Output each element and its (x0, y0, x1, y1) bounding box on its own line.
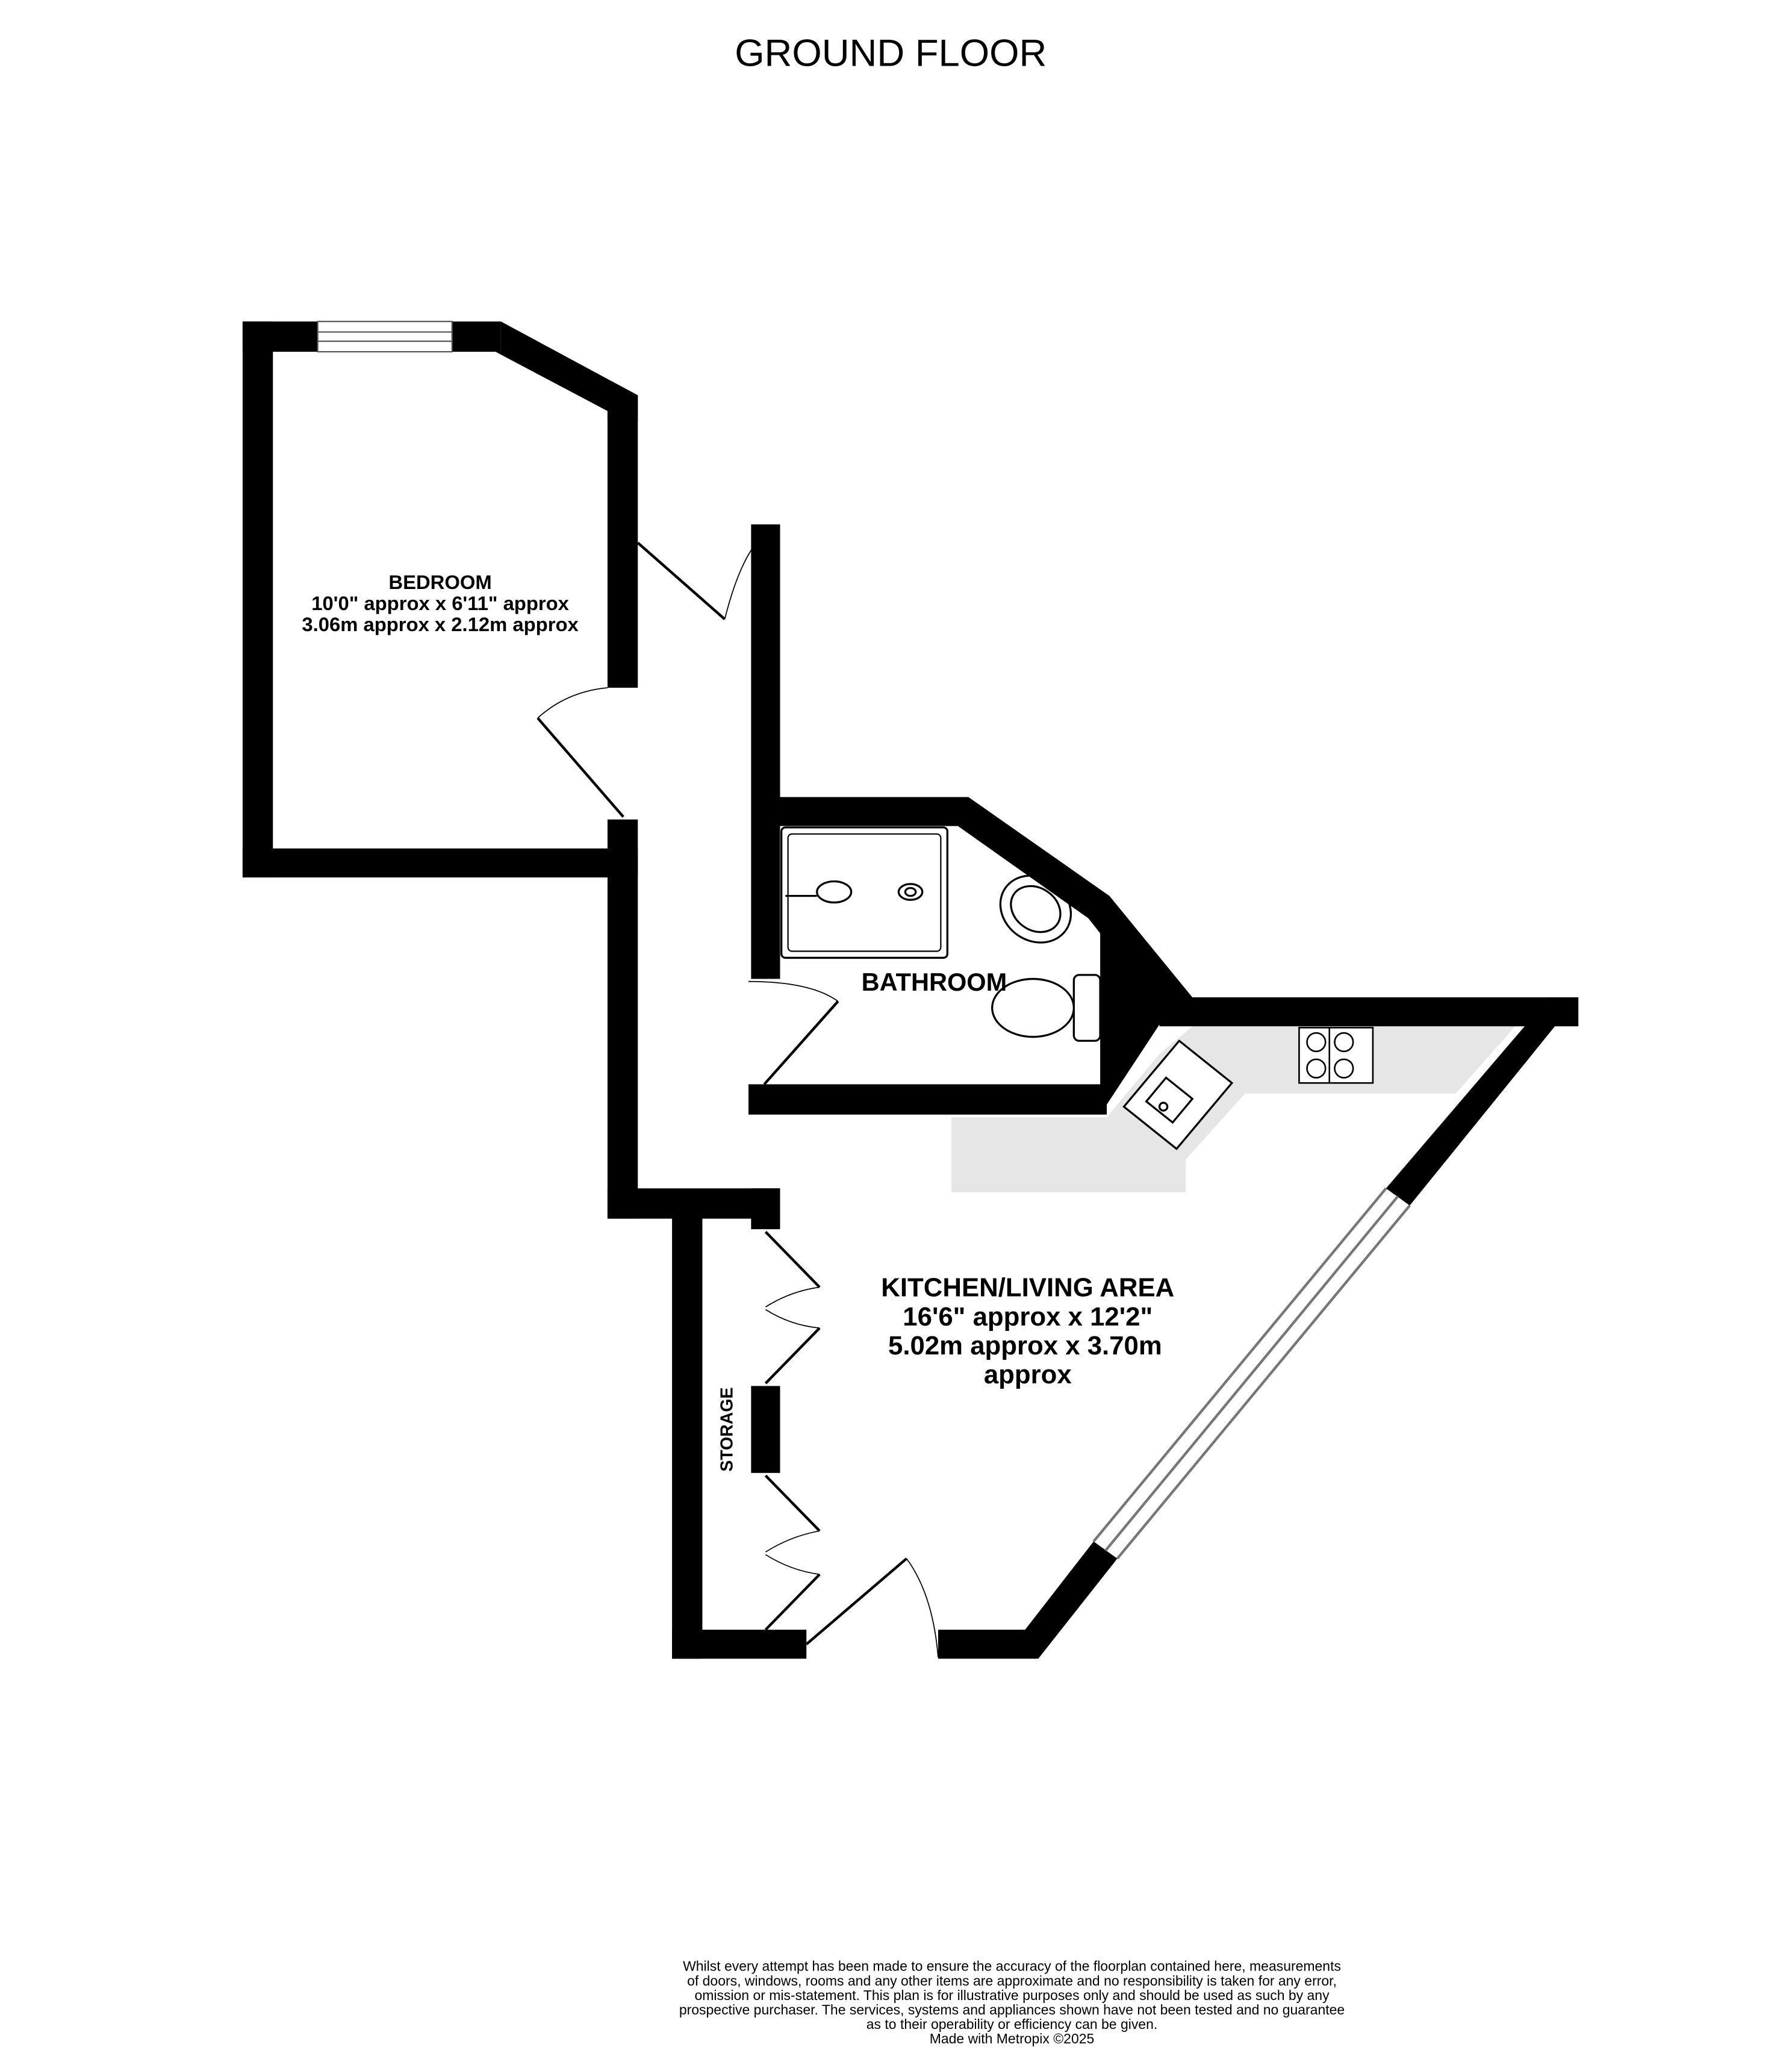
disclaimer-line: omission or mis-statement. This plan is … (694, 1987, 1330, 2003)
disclaimer-line: prospective purchaser. The services, sys… (679, 2002, 1345, 2017)
kitchen-dimensions-approx: approx (984, 1360, 1072, 1389)
disclaimer: Whilst every attempt has been made to en… (679, 1958, 1345, 2046)
bedroom-dimensions-imperial: 10'0" approx x 6'11" approx (311, 592, 569, 614)
window (317, 320, 453, 353)
kitchen-dimensions-metric: 5.02m approx x 3.70m (888, 1331, 1162, 1360)
doors (537, 541, 939, 1658)
kitchen-dimensions-imperial: 16'6" approx x 12'2" (903, 1302, 1153, 1332)
room-label-storage: STORAGE (718, 1388, 737, 1472)
kitchen-sink (1122, 1039, 1234, 1150)
hob (1298, 1027, 1374, 1084)
kitchen-counter (951, 1026, 1516, 1192)
bathroom-sink (999, 874, 1072, 944)
room-label-bathroom: BATHROOM (862, 968, 1007, 996)
window (1092, 1187, 1411, 1560)
disclaimer-credit: Made with Metropix ©2025 (930, 2031, 1095, 2046)
walls (242, 321, 1579, 1659)
disclaimer-line: as to their operability or efficiency ca… (866, 2016, 1157, 2032)
room-label-kitchen: KITCHEN/LIVING AREA (881, 1273, 1174, 1303)
shower-tray (780, 826, 948, 959)
disclaimer-line: of doors, windows, rooms and any other i… (687, 1973, 1337, 1989)
room-label-bedroom: BEDROOM (388, 571, 491, 593)
bedroom-dimensions-metric: 3.06m approx x 2.12m approx (302, 613, 578, 635)
floor-title: GROUND FLOOR (735, 32, 1047, 74)
disclaimer-line: Whilst every attempt has been made to en… (683, 1958, 1341, 1974)
toilet (991, 974, 1101, 1042)
